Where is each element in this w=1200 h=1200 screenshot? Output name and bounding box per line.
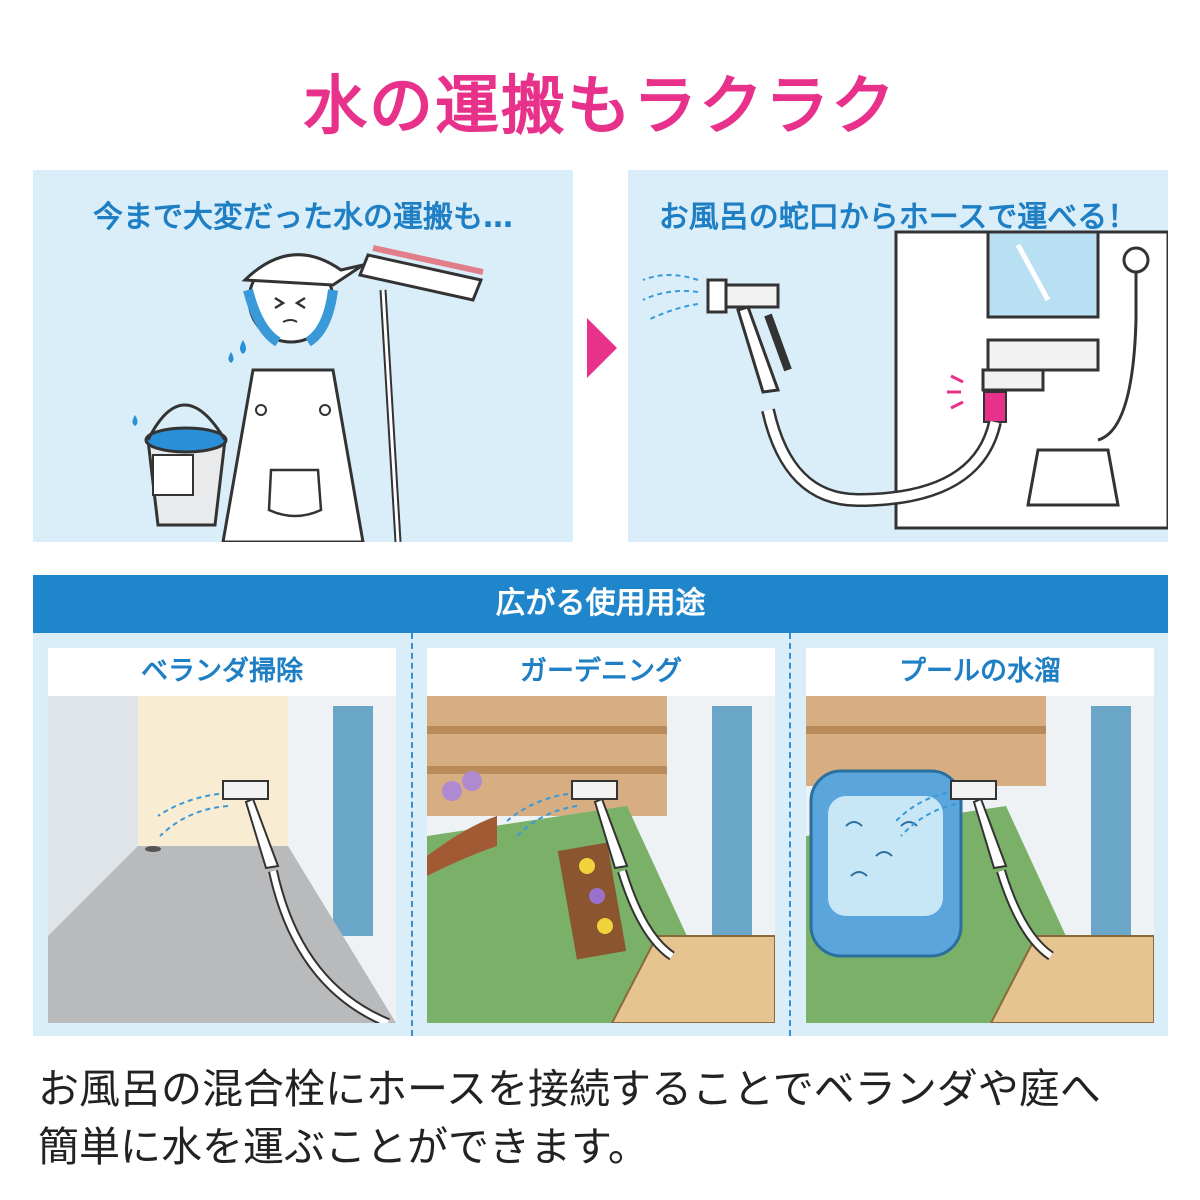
bath-faucet-hose-illustration [642,230,1168,530]
scene-pool-filling: プールの水溜 [806,648,1154,1023]
usage-section-header: 広がる使用用途 [33,575,1168,633]
woman-carrying-bucket-illustration [132,245,484,542]
before-caption: 今まで大変だった水の運搬も… [93,200,513,235]
scene-balcony-cleaning: ベランダ掃除 [48,648,396,1023]
hose-nozzle-icon [222,780,280,870]
hose-nozzle-icon [571,780,629,870]
scene-title: ベランダ掃除 [48,648,396,696]
scene-title: ガーデニング [427,648,775,696]
page-title: 水の運搬もラクラク [303,70,897,144]
description: お風呂の混合栓にホースを接続することでベランダや庭へ 簡単に水を運ぶことができま… [38,1060,1178,1176]
hose-nozzle-icon [950,780,1008,870]
next-arrow-icon [587,318,617,378]
hose-nozzle-icon [706,278,792,394]
scene-title: プールの水溜 [806,648,1154,696]
divider [789,633,791,1036]
pool-filling-illustration [806,696,1154,1023]
mop-icon [357,245,484,542]
divider [411,633,413,1036]
bucket-icon [132,403,228,527]
usage-section: ベランダ掃除 ガーデニング [33,633,1168,1036]
description-line: お風呂の混合栓にホースを接続することでベランダや庭へ [38,1065,1101,1113]
description-line: 簡単に水を運ぶことができます。 [38,1123,649,1171]
before-panel: 今まで大変だった水の運搬も… [33,170,573,542]
balcony-cleaning-illustration [48,696,396,1023]
after-caption: お風呂の蛇口からホースで運べる！ [658,200,1138,235]
after-panel: お風呂の蛇口からホースで運べる！ [628,170,1168,542]
gardening-illustration [427,696,775,1023]
scene-gardening: ガーデニング [427,648,775,1023]
